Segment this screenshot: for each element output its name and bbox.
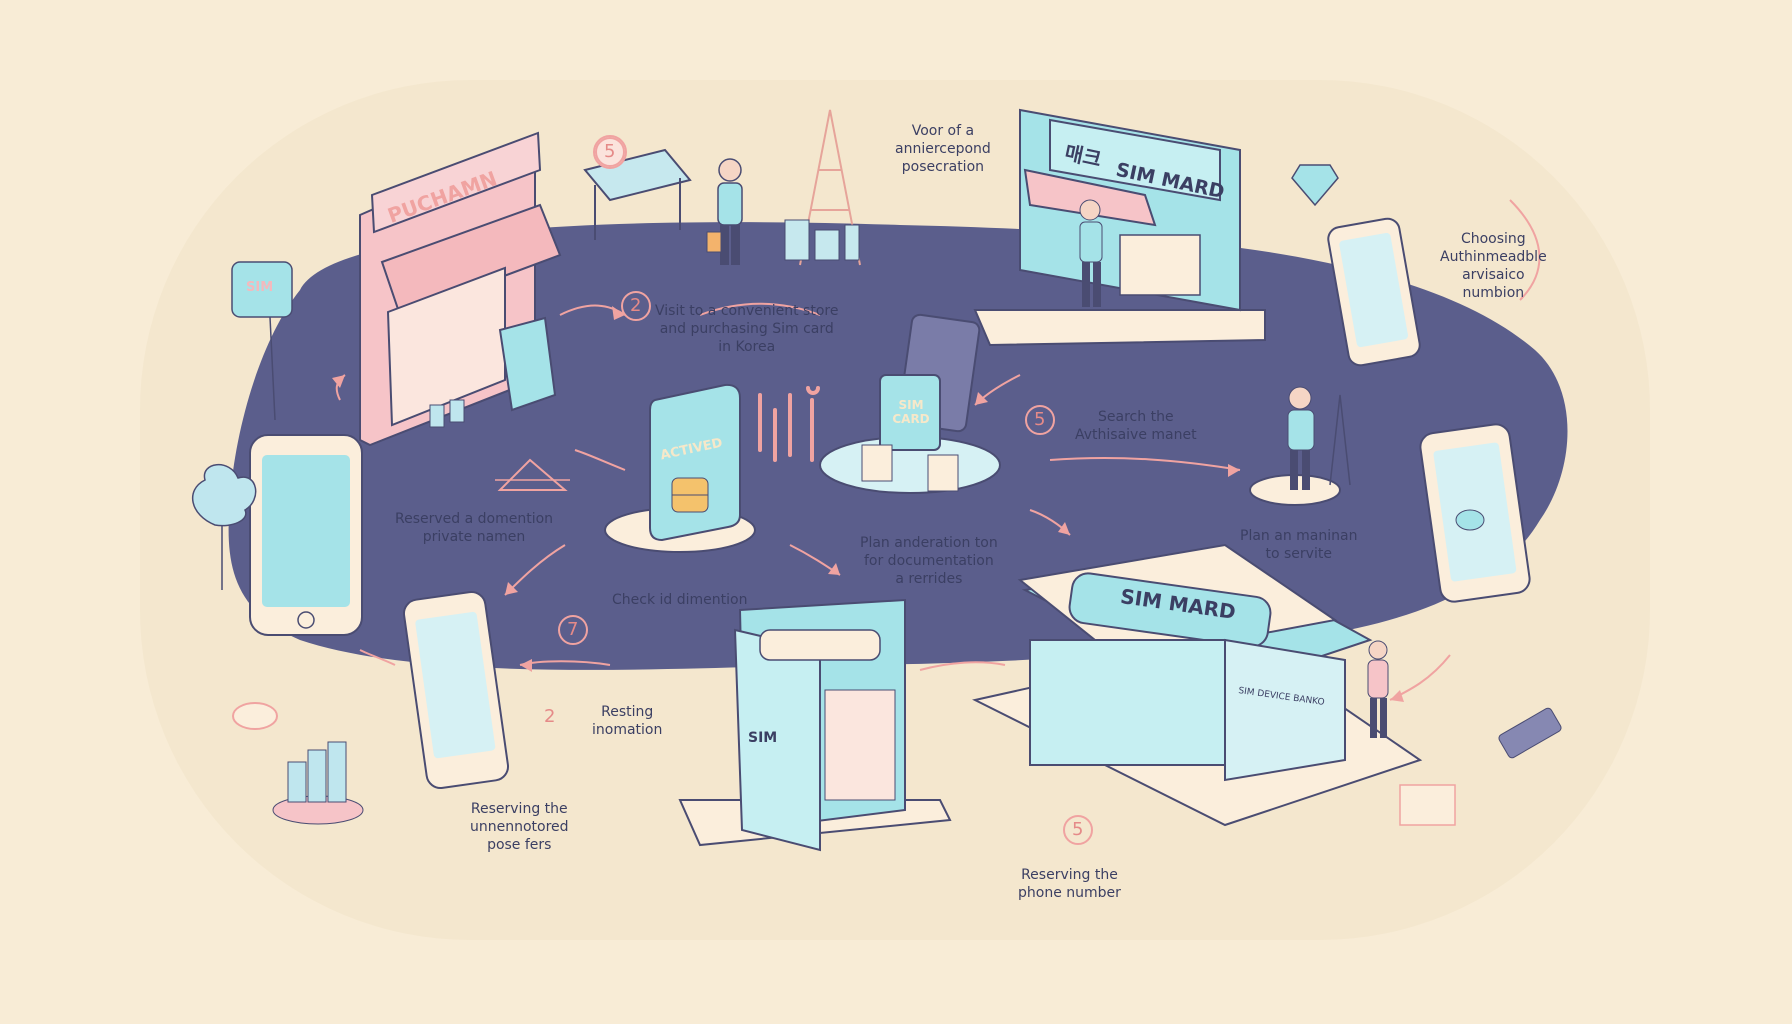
label-plan-right: Plan an maninan to servite [1240,528,1358,562]
tree-icon [191,463,257,590]
smartphone-icon [402,591,510,789]
decorative-glyph [758,386,820,462]
smartphone-icon [249,434,363,636]
bottom-right-box [1399,784,1456,826]
bottom-right-store [972,543,1423,827]
bottom-right-device [1498,707,1562,759]
kiosk-label: SIM [748,730,778,746]
label-visit-store: Visit to a convenient store and purchasi… [655,303,839,355]
left-store [359,131,562,447]
gem-icon [1291,164,1339,207]
tower-icon [799,109,861,266]
label-check: Check id dimention [612,592,748,608]
label-reserved: Reserved a domention private namen [395,511,554,545]
smartphone-icon [1327,217,1421,367]
top-store [973,108,1266,347]
label-search: Search the Avthisaive manet [1075,409,1197,443]
top-left-card-label: SIM [246,280,274,295]
step-number-visit: 2 [630,295,642,316]
sim-card-icon [604,383,756,553]
top-bench [583,135,692,240]
person-icon [706,158,743,265]
sim-package [819,313,1001,494]
person-icon [1249,386,1351,506]
sim-package-label: SIM CARD [892,398,930,426]
arrow-heads [332,306,1404,702]
label-reserving-phone: Reserving the phone number [1018,867,1121,901]
label-plan-center: Plan anderation ton for documentation a … [860,535,998,587]
kiosk-icon [678,598,952,852]
label-resting: Resting inomation [592,704,663,738]
label-choosing: Choosing Authinmeadble arvisaico numbion [1440,231,1547,301]
step-number-seven: 7 [567,619,579,640]
step-number-five-bottom: 5 [1072,819,1084,840]
label-reserving-bottom-left: Reserving the unnennotored pose fers [470,801,569,853]
smartphone-icon [1419,423,1531,603]
step-number-search: 5 [1034,409,1046,430]
step-number-top: 5 [604,141,616,162]
top-left-card [231,261,293,318]
step-number-two-bottom: 2 [544,706,556,727]
label-voor: Voor of a anniercepond posecration [895,123,991,175]
